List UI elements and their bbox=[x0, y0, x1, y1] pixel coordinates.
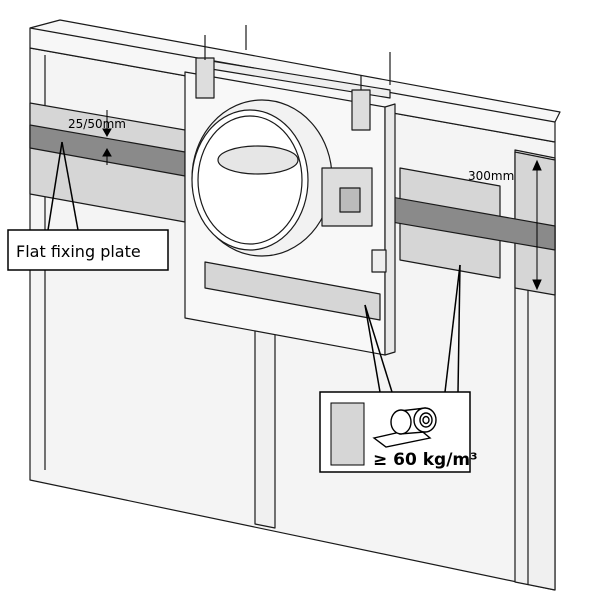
wool-leaders bbox=[364, 264, 461, 393]
fixing-plate-callout bbox=[7, 229, 169, 271]
height-label: 300mm bbox=[468, 169, 514, 183]
wool-roll-icon bbox=[372, 407, 437, 448]
thickness-label: 25/50mm bbox=[68, 117, 126, 131]
thickness-dimension bbox=[102, 110, 112, 165]
height-dimension bbox=[532, 159, 542, 291]
fixing-plate-label: Flat fixing plate bbox=[16, 242, 141, 261]
damper-blade bbox=[217, 145, 299, 175]
fixing-plate-leaders bbox=[47, 141, 79, 231]
mineral-wool-bottom bbox=[204, 261, 381, 321]
density-label: ≥ 60 kg/m³ bbox=[373, 450, 478, 470]
damper-opening bbox=[191, 109, 309, 251]
stud-middle bbox=[254, 319, 276, 529]
wool-swatch bbox=[330, 402, 365, 466]
hanger-bolts bbox=[195, 25, 391, 131]
